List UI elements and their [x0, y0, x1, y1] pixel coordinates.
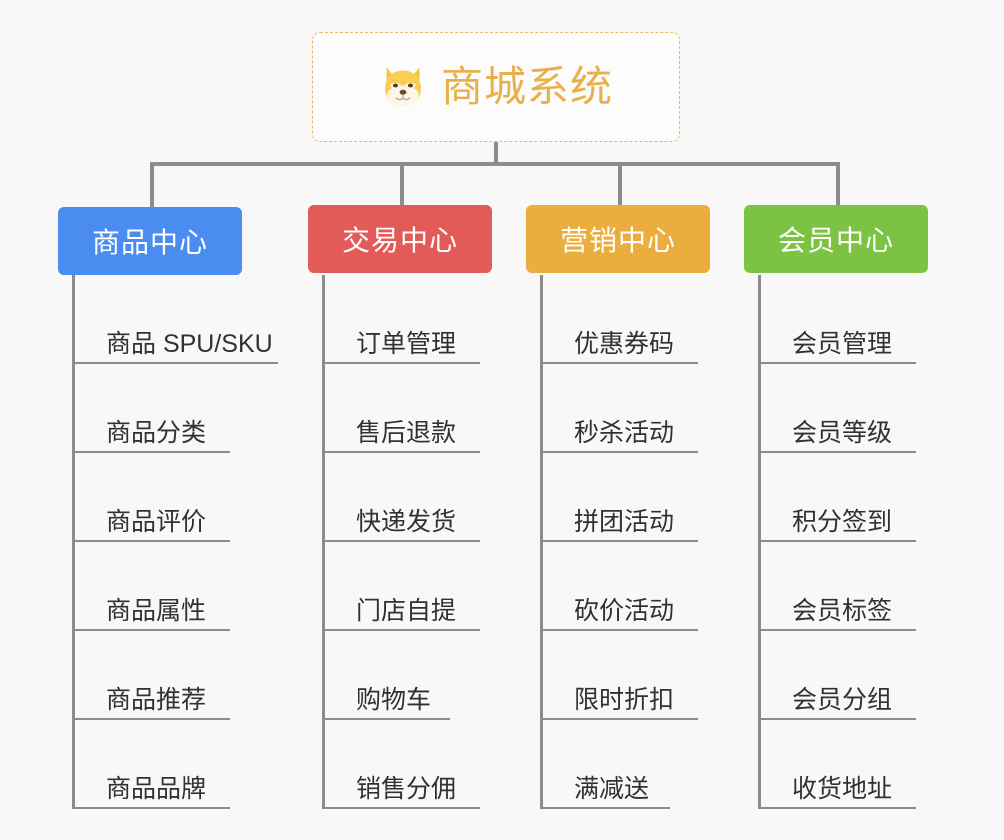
leaf-item-label: 秒杀活动	[574, 418, 675, 447]
connector-root-stem	[494, 142, 498, 164]
category-card-product-center[interactable]: 商品中心	[58, 207, 242, 275]
connector-horizontal-bus	[150, 162, 840, 166]
category-label: 交易中心	[341, 225, 458, 256]
connector-drop-4	[836, 162, 840, 208]
category-card-trade-center[interactable]: 交易中心	[308, 205, 492, 273]
leaf-item[interactable]: 门店自提	[322, 542, 480, 631]
leaf-item[interactable]: 订单管理	[322, 275, 480, 364]
leaf-item[interactable]: 限时折扣	[540, 631, 698, 720]
leaf-item[interactable]: 商品分类	[72, 364, 230, 453]
category-label: 商品中心	[91, 227, 208, 258]
leaf-item-label: 商品 SPU/SKU	[106, 329, 273, 358]
leaf-item-label: 售后退款	[356, 418, 457, 447]
leaf-item-label: 商品推荐	[106, 685, 207, 714]
leaf-item-label: 门店自提	[356, 596, 457, 625]
leaf-item[interactable]: 购物车	[322, 631, 450, 720]
leaf-item[interactable]: 商品 SPU/SKU	[72, 275, 278, 364]
leaf-item-label: 拼团活动	[574, 507, 675, 536]
leaf-item[interactable]: 商品推荐	[72, 631, 230, 720]
leaf-item[interactable]: 会员分组	[758, 631, 916, 720]
branch-spine	[540, 275, 543, 809]
branch-spine	[758, 275, 761, 809]
leaf-item-label: 快递发货	[356, 507, 457, 536]
leaf-item-label: 订单管理	[356, 329, 457, 358]
leaf-item[interactable]: 会员等级	[758, 364, 916, 453]
leaf-item-label: 会员管理	[792, 329, 893, 358]
leaf-item[interactable]: 快递发货	[322, 453, 480, 542]
leaf-item-label: 满减送	[574, 774, 650, 803]
leaf-item[interactable]: 商品品牌	[72, 720, 230, 809]
branch-spine	[72, 275, 75, 809]
leaf-item-label: 商品评价	[106, 507, 207, 536]
shiba-dog-face-icon	[384, 67, 421, 107]
leaf-item-label: 商品属性	[106, 596, 207, 625]
leaf-item[interactable]: 商品评价	[72, 453, 230, 542]
leaf-item-label: 会员分组	[792, 685, 893, 714]
leaf-item-label: 会员标签	[792, 596, 893, 625]
category-label: 营销中心	[559, 225, 676, 256]
category-card-marketing-center[interactable]: 营销中心	[526, 205, 710, 273]
connector-drop-1	[150, 162, 154, 208]
leaf-item[interactable]: 优惠券码	[540, 275, 698, 364]
leaf-item[interactable]: 销售分佣	[322, 720, 480, 809]
branch-spine	[322, 275, 325, 809]
leaf-item[interactable]: 秒杀活动	[540, 364, 698, 453]
category-card-member-center[interactable]: 会员中心	[744, 205, 928, 273]
leaf-item-label: 砍价活动	[574, 596, 675, 625]
leaf-item[interactable]: 会员管理	[758, 275, 916, 364]
leaf-item[interactable]: 满减送	[540, 720, 670, 809]
leaf-item[interactable]: 售后退款	[322, 364, 480, 453]
leaf-item-label: 优惠券码	[574, 329, 675, 358]
leaf-item-label: 销售分佣	[356, 774, 457, 803]
leaf-item-label: 商品分类	[106, 418, 207, 447]
connector-drop-3	[618, 162, 622, 208]
leaf-item[interactable]: 砍价活动	[540, 542, 698, 631]
leaf-item[interactable]: 会员标签	[758, 542, 916, 631]
root-node[interactable]: 商城系统	[312, 32, 680, 142]
leaf-item-label: 会员等级	[792, 418, 893, 447]
leaf-item[interactable]: 积分签到	[758, 453, 916, 542]
leaf-item[interactable]: 拼团活动	[540, 453, 698, 542]
leaf-item[interactable]: 收货地址	[758, 720, 916, 809]
connector-drop-2	[400, 162, 404, 208]
leaf-item[interactable]: 商品属性	[72, 542, 230, 631]
leaf-item-label: 商品品牌	[106, 774, 207, 803]
leaf-item-label: 购物车	[356, 685, 432, 714]
leaf-item-label: 限时折扣	[574, 685, 675, 714]
leaf-item-label: 积分签到	[792, 507, 893, 536]
category-label: 会员中心	[777, 225, 894, 256]
root-title: 商城系统	[440, 63, 613, 110]
leaf-item-label: 收货地址	[792, 774, 893, 803]
